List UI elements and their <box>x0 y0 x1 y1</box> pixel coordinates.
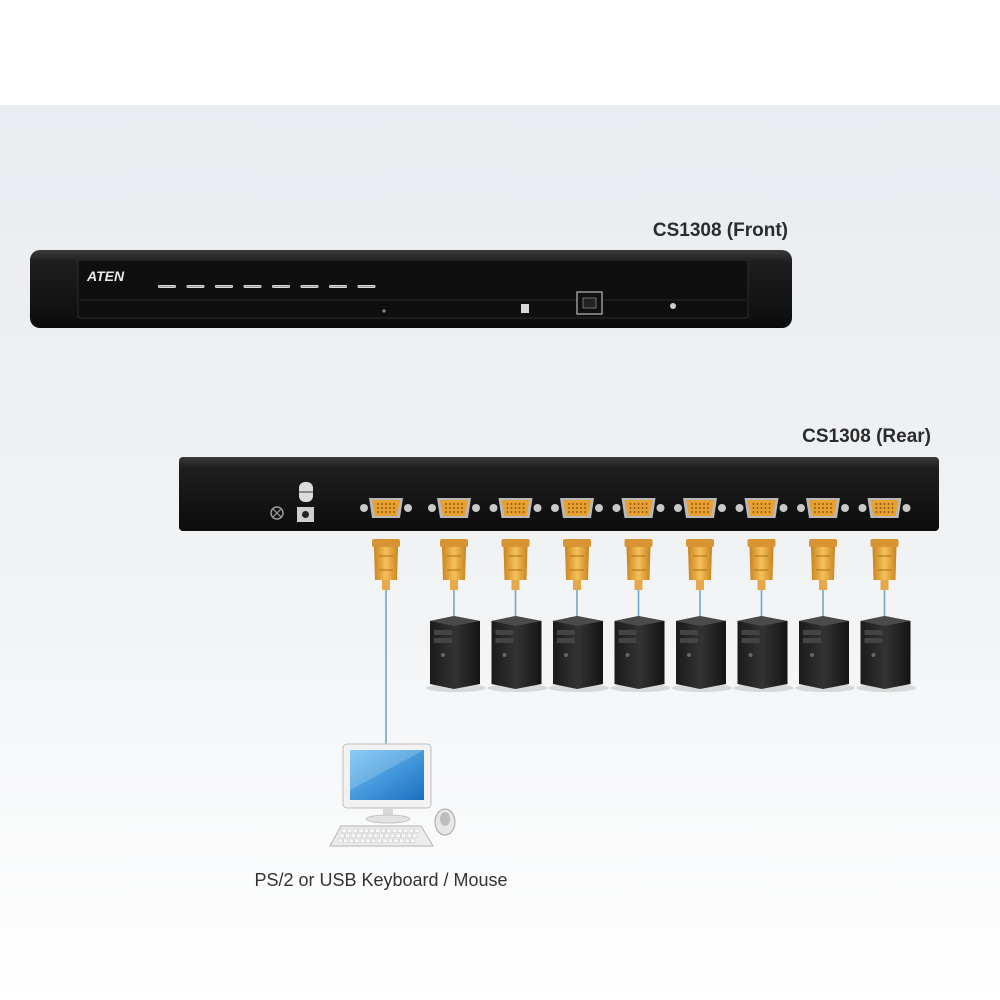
port-led-icon <box>329 285 347 288</box>
rear-chassis <box>179 457 939 531</box>
port-led-icon <box>357 285 376 288</box>
rear-panel <box>179 457 939 531</box>
vga-port-icon <box>360 498 412 518</box>
front-port-leds <box>158 285 376 288</box>
tower-computer-icon <box>733 616 794 692</box>
power-led-icon <box>670 303 676 309</box>
tower-computer-icon <box>610 616 671 692</box>
port-led-icon <box>243 285 262 288</box>
kvm-cable-connector-icon <box>440 539 468 616</box>
tower-computer-icon <box>426 616 486 692</box>
aten-logo: ATEN <box>86 268 125 284</box>
vga-port-icon <box>612 498 665 518</box>
vga-port-icon <box>489 498 542 518</box>
vga-port-icon <box>797 498 849 518</box>
vga-port-icon <box>674 498 726 518</box>
background-band <box>0 105 1000 1000</box>
port-led-icon <box>158 285 176 288</box>
port-led-icon <box>215 285 233 288</box>
tower-computer-icon <box>672 616 732 692</box>
top-margin <box>0 0 1000 105</box>
kvm-cable-connector-icon <box>747 539 776 616</box>
keyboard-keys <box>337 828 420 843</box>
vga-port-icon <box>551 498 603 518</box>
tower-computer-icon <box>487 616 548 692</box>
vga-port-icon <box>428 498 480 518</box>
ground-screw-icon <box>270 506 284 520</box>
kvm-cable-connector-icon <box>501 539 530 616</box>
kvm-cable-connector-icon <box>809 539 837 616</box>
front-bezel <box>77 259 749 319</box>
console-caption: PS/2 or USB Keyboard / Mouse <box>254 870 507 890</box>
vga-port-icon <box>735 498 788 518</box>
front-panel: ATEN <box>30 250 792 328</box>
port-led-icon <box>272 285 290 288</box>
front-title: CS1308 (Front) <box>653 220 788 241</box>
computers <box>426 616 917 692</box>
usb-port-icon <box>521 304 529 313</box>
kvm-cable-connector-icon <box>624 539 653 616</box>
tower-computer-icon <box>795 616 855 692</box>
kvm-cable-connector-icon <box>563 539 591 616</box>
tower-computer-icon <box>549 616 609 692</box>
kvm-cable-connector-icon <box>372 539 400 744</box>
front-dot <box>382 309 386 313</box>
rear-title: CS1308 (Rear) <box>802 426 931 447</box>
rear-switch-icon <box>299 482 313 502</box>
kvm-cable-connector-icon <box>686 539 714 616</box>
monitor-keyboard-mouse-icon <box>329 743 456 847</box>
port-led-icon <box>300 285 319 288</box>
rj11-port-icon <box>576 291 603 315</box>
tower-computer-icon <box>856 616 917 692</box>
rear-vga-ports <box>360 498 911 518</box>
kvm-cable-connector-icon <box>870 539 899 616</box>
vga-port-icon <box>858 498 911 518</box>
kvm-cables <box>372 539 899 744</box>
power-jack-icon <box>297 507 314 522</box>
port-led-icon <box>186 285 205 288</box>
